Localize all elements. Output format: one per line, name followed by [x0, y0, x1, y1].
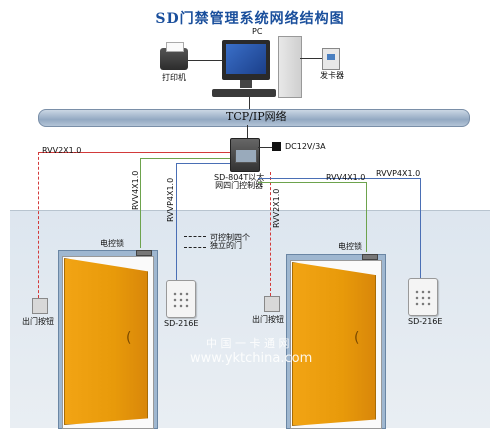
lock-label-b: 电控锁 — [338, 242, 362, 251]
pc-network-link — [249, 97, 250, 109]
controller-label-text: SD-804T以太 网四门控制器 — [214, 173, 265, 190]
card-reader-b-keypad — [414, 289, 432, 307]
wire-green-b-horizontal — [258, 182, 366, 183]
cable-label-rvvp4x10-b: RVVP4X1.0 — [376, 169, 421, 178]
wire-blue-a-vertical — [176, 163, 177, 281]
bus-controller-link — [247, 125, 248, 138]
pc-tower — [278, 36, 302, 98]
diagram-title: SD门禁管理系统网络结构图 — [155, 11, 345, 27]
pc-keyboard — [212, 89, 276, 97]
cable-label-rvv2x10-a: RVV2X1.0 — [42, 146, 82, 155]
wire-green-a-horizontal — [140, 158, 230, 159]
card-issuer-label: 发卡器 — [320, 71, 344, 80]
wire-blue-b-vertical — [420, 178, 421, 278]
lock-icon-a — [136, 250, 152, 256]
exit-button-a-icon — [32, 298, 48, 314]
door-handle-a-icon: ( — [126, 330, 132, 346]
cable-label-rvv4x10-a: RVV4X1.0 — [131, 170, 140, 210]
power-label: DC12V/3A — [285, 142, 326, 151]
wire-red-a-vertical — [38, 152, 39, 298]
card-reader-a-keypad — [172, 291, 190, 309]
exit-button-label-a: 出门按钮 — [22, 317, 54, 326]
lock-label-a: 电控锁 — [100, 239, 124, 248]
wire-green-b-vertical — [366, 182, 367, 252]
card-reader-a-icon — [166, 280, 196, 318]
network-label: TCP/IP网络 — [226, 110, 287, 123]
watermark-url: www.yktchina.com — [190, 351, 313, 366]
printer-paper — [166, 42, 184, 52]
card-reader-b-icon — [408, 278, 438, 316]
lock-icon-b — [362, 254, 378, 260]
wire-green-a-vertical — [140, 158, 141, 248]
power-link — [258, 147, 272, 148]
printer-icon — [160, 42, 188, 70]
pc-screen — [226, 44, 266, 74]
door-handle-b-icon: ( — [354, 330, 360, 346]
card-issuer-slot — [327, 54, 335, 60]
door-leaf-b — [292, 262, 376, 426]
pc-label: PC — [252, 27, 263, 36]
exit-button-b-icon — [264, 296, 280, 312]
controller-label: SD-804T以太 网四门控制器 — [214, 174, 264, 190]
controller-unit — [230, 138, 260, 172]
reader-label-b: SD-216E — [408, 317, 443, 326]
wire-blue-b-horizontal — [258, 178, 420, 179]
cable-label-rvvp4x10-a: RVVP4X1.0 — [166, 177, 175, 222]
door-leaf-a — [64, 258, 148, 425]
network-bus — [38, 109, 470, 127]
issuer-link — [300, 58, 322, 59]
printer-label: 打印机 — [162, 73, 186, 82]
cable-label-rvv4x10-b: RVV4X1.0 — [326, 173, 366, 182]
note-label: 可控制四个 独立的门 — [210, 234, 250, 250]
card-issuer-icon — [322, 48, 340, 70]
wire-red-a-horizontal — [38, 152, 230, 153]
cable-label-rvv2x10-b: RVV2X1.0 — [272, 188, 281, 228]
printer-link — [188, 60, 222, 61]
pc-monitor — [222, 40, 270, 80]
wire-blue-a-horizontal — [176, 163, 230, 164]
note-dash-icon — [184, 236, 206, 248]
note-label-text: 可控制四个 独立的门 — [210, 233, 250, 250]
power-supply-icon — [272, 142, 281, 151]
watermark-cn: 中 国 一 卡 通 网 — [206, 337, 290, 350]
wire-red-b-vertical — [270, 172, 271, 296]
controller-panel — [235, 149, 257, 163]
pc-stand — [240, 80, 252, 88]
exit-button-label-b: 出门按钮 — [252, 315, 284, 324]
reader-label-a: SD-216E — [164, 319, 199, 328]
